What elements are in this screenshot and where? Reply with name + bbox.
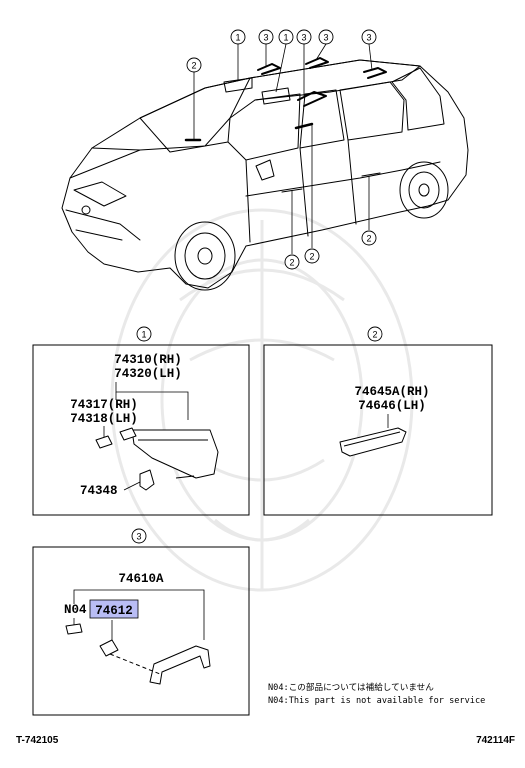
part-74645a-rh[interactable]: 74645A(RH) [354,385,429,399]
group3-panel [32,546,250,716]
svg-text:3: 3 [263,33,268,43]
car-illustration [61,57,469,291]
svg-text:1: 1 [141,330,146,340]
part-74318-lh[interactable]: 74318(LH) [70,412,138,426]
group1-header-callout: 1 [136,326,152,342]
watermark-emblem [110,208,414,592]
svg-text:3: 3 [323,33,328,43]
group3-header-callout: 3 [131,528,147,544]
svg-text:3: 3 [301,33,306,43]
group1-panel [32,344,250,516]
callout-bottom-2c: 2 [361,230,377,246]
svg-text:2: 2 [372,330,377,340]
callout-top-3d: 3 [361,29,377,45]
group2-header-callout: 2 [367,326,383,342]
svg-text:2: 2 [309,252,314,262]
svg-text:1: 1 [283,33,288,43]
highlight-box [89,599,139,619]
note-japanese: N04:この部品については補給していません [268,681,434,693]
svg-text:2: 2 [289,258,294,268]
callout-top-3b: 3 [296,29,312,45]
part-74348[interactable]: 74348 [80,484,118,498]
part-74320-lh[interactable]: 74320(LH) [114,367,182,381]
note-code-n04: N04 [64,603,87,617]
svg-text:3: 3 [136,532,141,542]
svg-text:1: 1 [235,33,240,43]
callout-top-3c: 3 [318,29,334,45]
callout-bottom-2a: 2 [284,254,300,270]
pillar-garnish-drawing [339,427,407,457]
part-74310-rh[interactable]: 74310(RH) [114,353,182,367]
svg-text:2: 2 [191,61,196,71]
group1-leader-lines [103,382,189,491]
svg-text:3: 3 [366,33,371,43]
footer-right-code: 742114F [476,735,515,746]
note-english: N04:This part is not available for servi… [268,696,485,706]
callout-top-1a: 1 [230,29,246,45]
part-74317-rh[interactable]: 74317(RH) [70,398,138,412]
footer-left-code: T-742105 [16,735,59,746]
callout-left-2: 2 [186,57,202,73]
part-74646-lh[interactable]: 74646(LH) [358,399,426,413]
callout-top-3a: 3 [258,29,274,45]
assist-grip-drawing [65,623,211,685]
callout-bottom-2b: 2 [304,248,320,264]
part-74612-highlighted[interactable]: 74612 [95,604,133,618]
group2-panel [263,344,493,516]
car-leader-lines [193,43,373,254]
sun-visor-drawing [95,427,219,491]
svg-text:2: 2 [366,234,371,244]
callout-top-1b: 1 [278,29,294,45]
part-74610a[interactable]: 74610A [118,572,164,586]
